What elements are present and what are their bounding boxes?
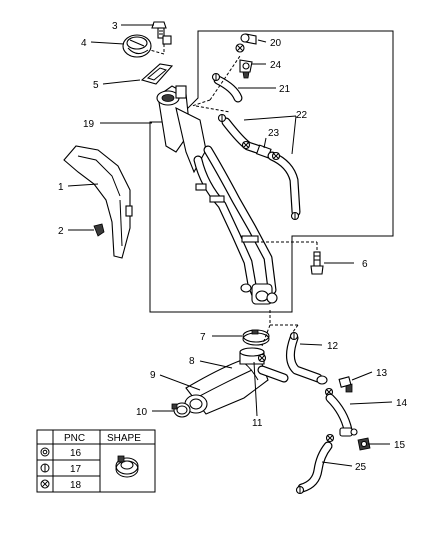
callout-25: 25 xyxy=(355,462,367,473)
drain-hose xyxy=(295,433,335,495)
callout-12: 12 xyxy=(327,341,339,352)
vapor-hose-assembly xyxy=(217,113,301,221)
clamp-shape-icon xyxy=(115,455,139,478)
callout-22: 22 xyxy=(296,110,308,121)
callout-7: 7 xyxy=(200,332,206,343)
callout-labels: 3 4 5 19 1 2 20 24 21 22 23 6 7 8 9 10 1… xyxy=(58,21,408,473)
callout-20: 20 xyxy=(270,38,282,49)
fuel-filler-cap xyxy=(122,34,152,58)
hose-clamp-upper xyxy=(242,329,270,346)
cap-tether-screw xyxy=(149,21,172,55)
legend-header-shape: SHAPE xyxy=(107,433,141,444)
legend-row-17: 17 xyxy=(70,464,82,475)
vent-valve-fitting xyxy=(235,33,257,79)
callout-2: 2 xyxy=(58,226,64,237)
circle-x-icon xyxy=(40,479,50,489)
callout-1: 1 xyxy=(58,182,64,193)
callout-15: 15 xyxy=(394,440,406,451)
legend-table: PNC SHAPE 16 17 18 xyxy=(36,429,156,493)
vent-check-valve xyxy=(324,376,353,397)
callout-5: 5 xyxy=(93,80,99,91)
hose-bracket-bolt xyxy=(357,437,371,451)
vent-hose-long xyxy=(325,393,358,437)
shield-clip xyxy=(93,223,105,237)
callout-8: 8 xyxy=(189,356,195,367)
mounting-bolt xyxy=(256,241,324,275)
vent-hose-lower xyxy=(286,331,328,385)
callout-4: 4 xyxy=(81,38,87,49)
callout-13: 13 xyxy=(376,368,388,379)
callout-14: 14 xyxy=(396,398,408,409)
fuel-filler-tube xyxy=(156,85,278,305)
legend-row-16: 16 xyxy=(70,448,82,459)
heat-shield xyxy=(63,145,133,259)
callout-10: 10 xyxy=(136,407,148,418)
callout-19: 19 xyxy=(83,119,95,130)
vent-hose-short xyxy=(211,72,243,103)
legend-row-18: 18 xyxy=(70,480,82,491)
callout-23: 23 xyxy=(268,128,280,139)
callout-3: 3 xyxy=(112,21,118,32)
connector-dashes xyxy=(191,55,299,347)
circle-vertical-bar-icon xyxy=(40,463,50,473)
filler-hose-lower xyxy=(184,347,289,415)
legend-header-pnc: PNC xyxy=(64,433,85,444)
filler-housing-gasket xyxy=(140,63,174,85)
callout-6: 6 xyxy=(362,259,368,270)
callout-11: 11 xyxy=(252,418,263,429)
callout-21: 21 xyxy=(279,84,291,95)
double-circle-icon xyxy=(40,447,50,457)
callout-24: 24 xyxy=(270,60,282,71)
leader-lines xyxy=(67,24,393,467)
callout-9: 9 xyxy=(150,370,156,381)
hose-clamp-lower xyxy=(171,402,191,418)
